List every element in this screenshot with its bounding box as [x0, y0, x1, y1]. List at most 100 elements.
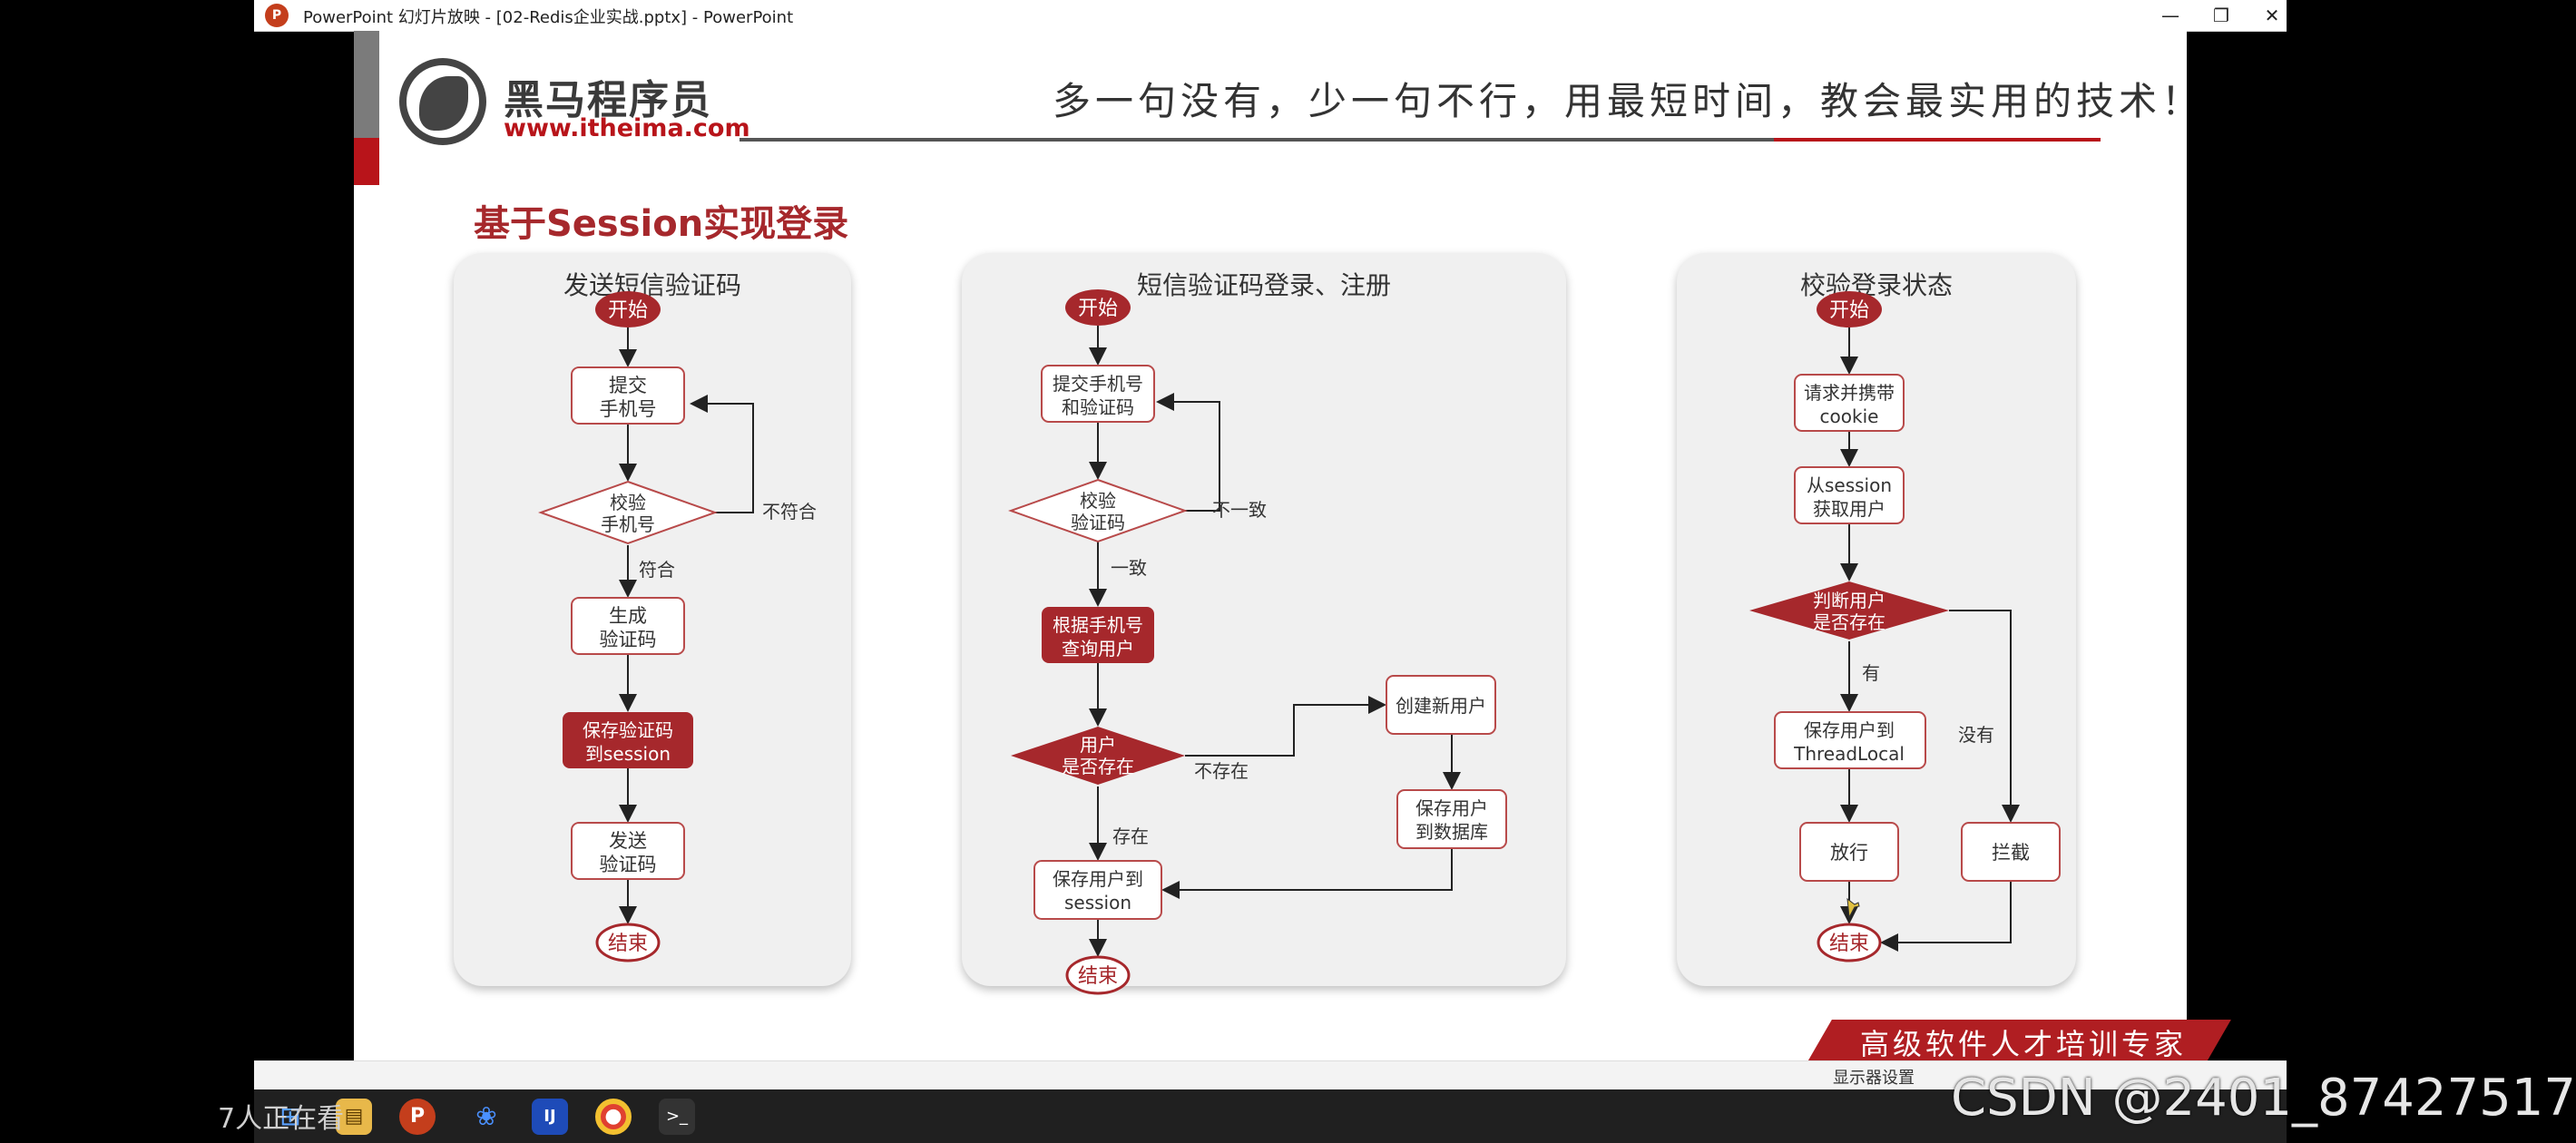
viewer-count: 7人正在看 [218, 1103, 345, 1135]
node-text: 手机号 [600, 398, 657, 420]
node-text: 提交手机号 [1053, 373, 1143, 395]
panel-title: 发送短信验证码 [563, 270, 741, 300]
submit-phone-node [571, 366, 685, 425]
block-node [1961, 822, 2061, 882]
node-text: 根据手机号 [1053, 614, 1143, 636]
chrome-icon[interactable]: ● [595, 1099, 632, 1135]
logo-text: 黑马程序员 [504, 77, 712, 123]
edge-label: 一致 [1111, 557, 1147, 579]
node-text: cookie [1820, 405, 1879, 427]
end-label: 结束 [608, 933, 648, 955]
node-text: 是否存在 [1813, 611, 1885, 633]
powerpoint-taskbar-icon[interactable]: P [399, 1099, 436, 1135]
node-text: 手机号 [601, 513, 655, 535]
jetbrains-icon[interactable]: IJ [532, 1099, 568, 1135]
node-text: 从session [1807, 474, 1892, 496]
close-button[interactable]: ✕ [2264, 5, 2280, 26]
start-label: 开始 [1078, 298, 1118, 320]
start-node [1065, 289, 1131, 326]
send-code-node [571, 822, 685, 880]
create-user-node [1386, 675, 1496, 735]
terminal-icon[interactable]: >_ [659, 1099, 695, 1135]
node-text: 验证码 [600, 629, 657, 650]
taskbar: ⊞ ▤ P ❀ IJ ● >_ [254, 1089, 2287, 1143]
node-text: 校验 [610, 492, 646, 513]
panel-title: 校验登录状态 [1799, 270, 1953, 300]
node-text: 生成 [609, 605, 647, 627]
node-text: 保存用户 [1415, 797, 1488, 819]
slide-side-bar [354, 31, 379, 138]
generate-code-node [571, 597, 685, 655]
edge-label: 不符合 [762, 501, 817, 523]
slide[interactable]: 黑马程序员 www.itheima.com 多一句没有，少一句不行，用最短时间，… [354, 31, 2231, 1065]
panel-title: 短信验证码登录、注册 [1136, 270, 1391, 300]
flow-panel-send-code: 发送短信验证码 开始 提交 手机号 校验 手机号 [454, 253, 851, 986]
user-exists-decision [1011, 727, 1185, 785]
edge-label: 有 [1862, 662, 1880, 684]
query-user-node [1042, 607, 1154, 663]
file-explorer-icon[interactable]: ▤ [336, 1099, 372, 1135]
edge-label: 不一致 [1212, 499, 1267, 521]
node-text: ThreadLocal [1793, 743, 1905, 765]
mouse-cursor-icon [1846, 897, 1860, 919]
end-node [595, 923, 661, 962]
footer-tagline: 高级软件人才培训专家 [1860, 1027, 2188, 1061]
node-text: 发送 [609, 830, 647, 852]
check-phone-decision [538, 480, 718, 545]
flowchart-login-register: 开始 提交手机号 和验证码 校验 验证码 不一致 一致 根据手机号 查询用户 用… [1008, 289, 1507, 995]
end-node [1065, 955, 1131, 995]
slide-side-accent [354, 138, 379, 185]
save-user-session-node [1033, 860, 1162, 920]
edge-label: 符合 [639, 559, 675, 581]
node-text: 保存用户到 [1053, 868, 1143, 890]
node-text: 拦截 [1992, 842, 2030, 864]
edge-label: 没有 [1958, 724, 1994, 746]
node-text: 校验 [1080, 490, 1116, 512]
node-text: 到数据库 [1415, 821, 1488, 843]
node-text: 放行 [1830, 842, 1868, 864]
edge-label: 不存在 [1194, 760, 1249, 782]
save-code-node [563, 712, 693, 768]
start-label: 开始 [1829, 299, 1869, 322]
node-text: 查询用户 [1062, 638, 1134, 659]
flow-panel-login-register: 短信验证码登录、注册 开始 提交手机号 [962, 253, 1566, 995]
node-text: 验证码 [1071, 512, 1125, 533]
flowchart-send-code: 开始 提交 手机号 校验 手机号 不符合 符合 生成 验证码 保存验证码 到se… [538, 291, 817, 962]
node-text: 是否存在 [1062, 756, 1134, 777]
slide-title: 基于Session实现登录 [474, 203, 849, 245]
node-text: 用户 [1080, 734, 1116, 756]
end-label: 结束 [1078, 965, 1118, 988]
pass-node [1799, 822, 1899, 882]
node-text: 保存验证码 [583, 719, 673, 741]
node-text: 到session [585, 743, 671, 765]
logo-url: www.itheima.com [504, 114, 750, 142]
csdn-watermark: CSDN @2401_87427517 [1951, 1069, 2576, 1128]
flow-panel-check-login: 校验登录状态 开始 请求并携带 cookie [1677, 253, 2076, 986]
end-node [1817, 923, 1882, 962]
slideshow-statusbar: 显示器设置 [254, 1060, 2287, 1090]
end-label: 结束 [1829, 933, 1869, 955]
check-code-decision [1008, 478, 1188, 543]
node-text: 判断用户 [1813, 590, 1885, 611]
logo-horse-icon [399, 58, 486, 145]
node-text: 获取用户 [1813, 498, 1885, 520]
windows-start-icon[interactable]: ⊞ [279, 1101, 301, 1131]
edge-label: 存在 [1112, 826, 1149, 847]
header-divider-accent [1774, 138, 2101, 142]
window-titlebar: P PowerPoint 幻灯片放映 - [02-Redis企业实战.pptx]… [254, 0, 2287, 32]
minimize-button[interactable]: — [2161, 5, 2179, 26]
window-title: PowerPoint 幻灯片放映 - [02-Redis企业实战.pptx] -… [303, 8, 794, 27]
node-text: 创建新用户 [1396, 695, 1486, 717]
app-icon[interactable]: ❀ [475, 1101, 497, 1131]
submit-phone-code-node [1041, 365, 1155, 423]
restore-button[interactable]: ❐ [2213, 5, 2229, 26]
header-divider [739, 138, 1774, 142]
flowchart-check-login: 开始 请求并携带 cookie 从session 获取用户 判断用户 是否存在 … [1749, 291, 2061, 962]
get-user-session-node [1794, 466, 1905, 524]
save-threadlocal-node [1774, 711, 1926, 769]
slogan: 多一句没有，少一句不行，用最短时间，教会最实用的技术！ [1053, 79, 2205, 123]
node-text: 验证码 [600, 854, 657, 875]
judge-user-decision [1749, 581, 1949, 640]
display-settings-button[interactable]: 显示器设置 [1833, 1069, 1915, 1088]
powerpoint-icon: P [265, 4, 289, 27]
